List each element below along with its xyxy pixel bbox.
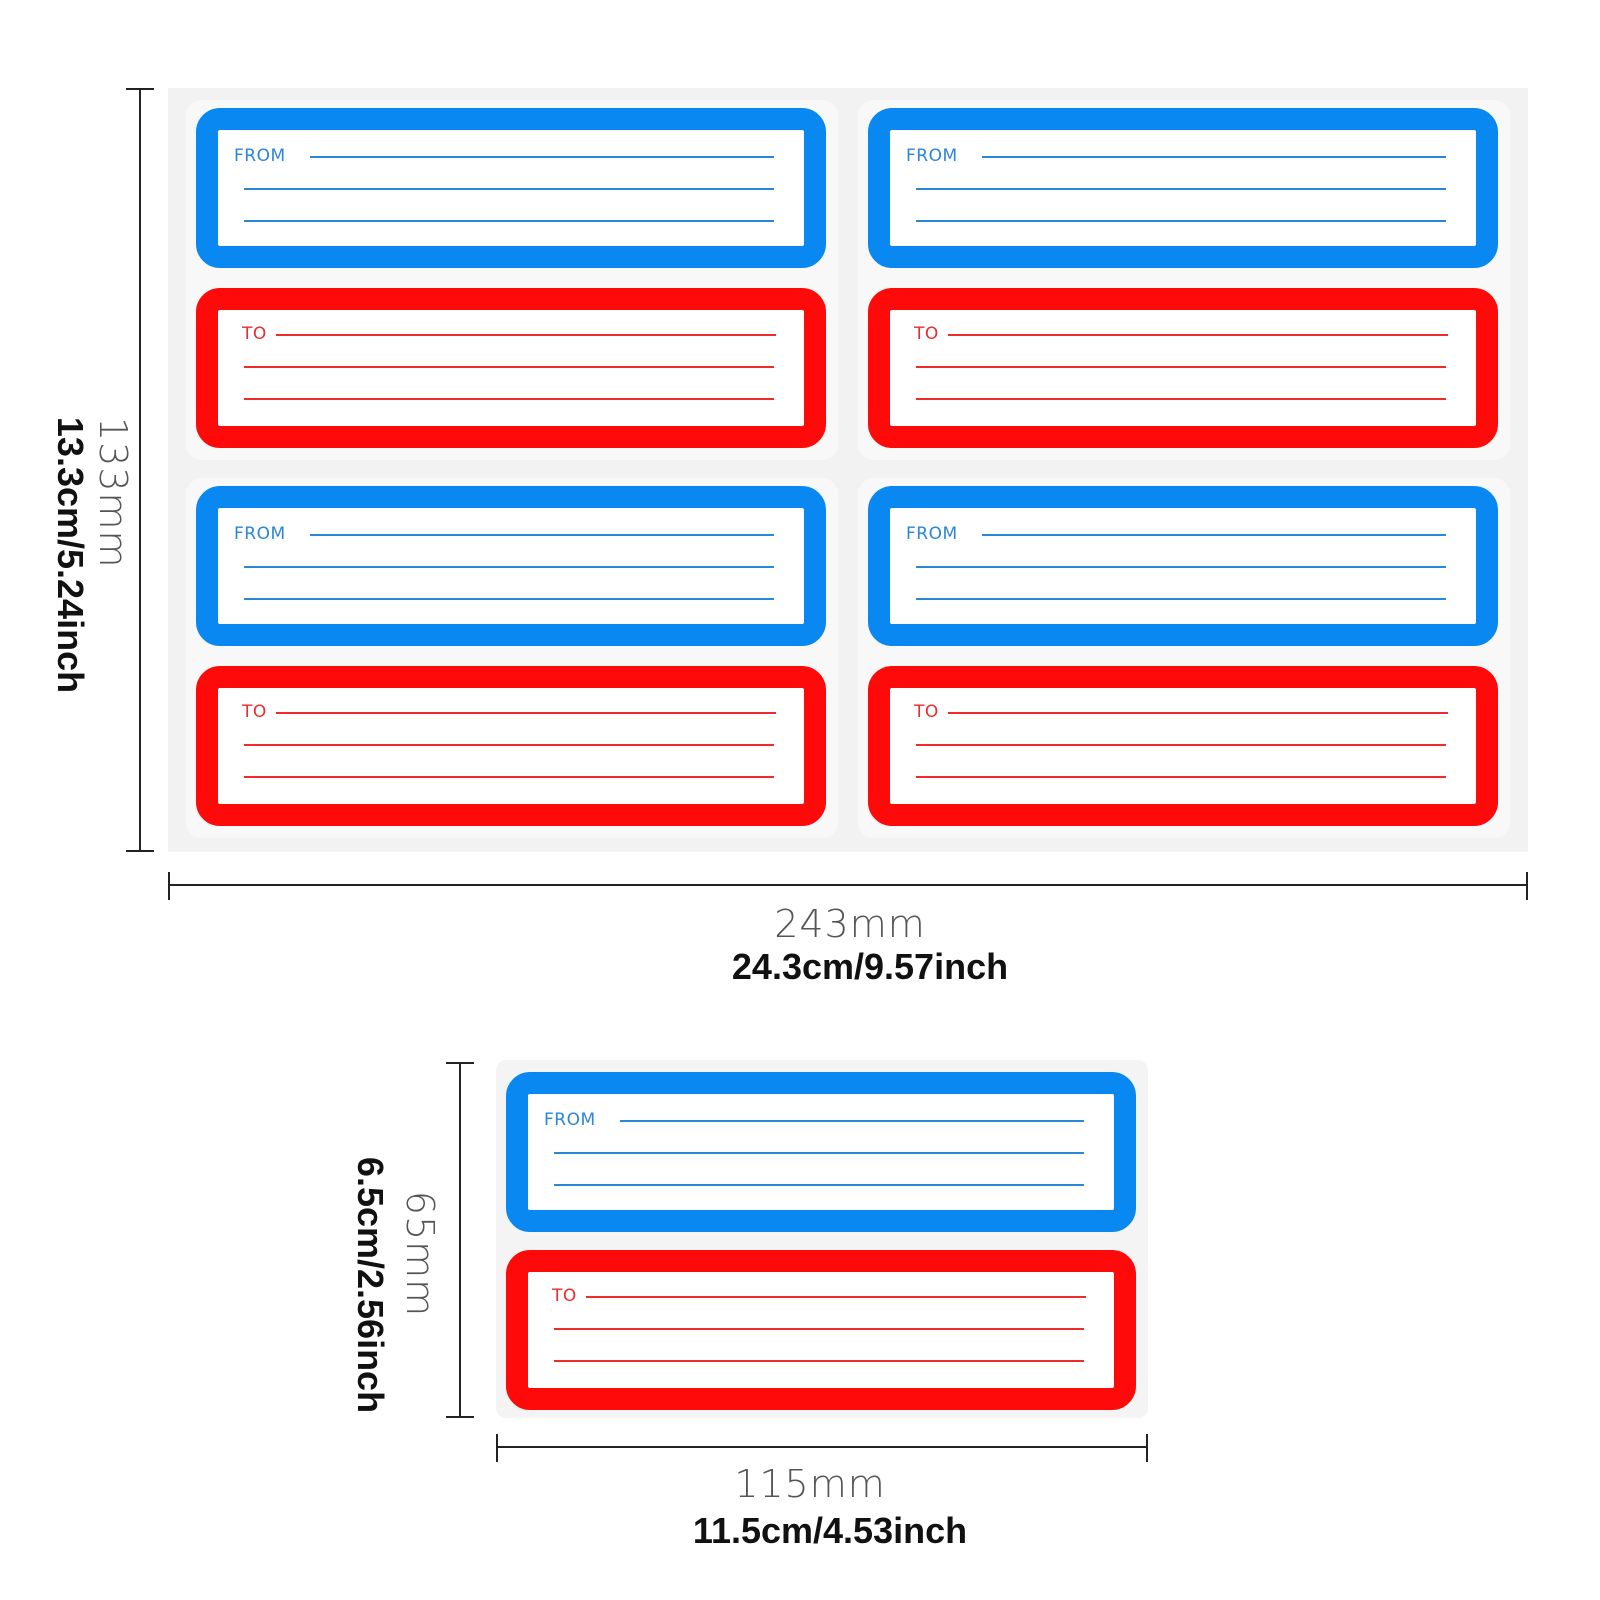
write-line bbox=[916, 776, 1446, 778]
to-tag: TO bbox=[242, 324, 267, 344]
height-dimension-line bbox=[139, 88, 141, 852]
single-height-mm: 65mm bbox=[398, 1190, 442, 1318]
width-dimension-line bbox=[168, 884, 1528, 886]
write-line bbox=[554, 1184, 1084, 1186]
write-line bbox=[982, 156, 1446, 158]
to-tag: TO bbox=[242, 702, 267, 722]
from-tag: FROM bbox=[906, 146, 958, 166]
write-line bbox=[916, 188, 1446, 190]
to-tag: TO bbox=[914, 324, 939, 344]
write-line bbox=[276, 334, 776, 336]
write-line bbox=[244, 744, 774, 746]
write-line bbox=[244, 366, 774, 368]
write-line bbox=[586, 1296, 1086, 1298]
from-tag: FROM bbox=[544, 1110, 596, 1130]
height-dimension-line bbox=[459, 1062, 461, 1418]
write-line bbox=[916, 398, 1446, 400]
write-line bbox=[244, 566, 774, 568]
write-line bbox=[310, 534, 774, 536]
from-tag: FROM bbox=[906, 524, 958, 544]
sheet-height-mm: 133mm bbox=[91, 417, 135, 569]
write-line bbox=[948, 334, 1448, 336]
sheet-width-imperial: 24.3cm/9.57inch bbox=[731, 946, 1009, 987]
to-label: TO bbox=[868, 666, 1498, 826]
write-line bbox=[244, 188, 774, 190]
write-line bbox=[554, 1152, 1084, 1154]
sheet-height-imperial: 13.3cm/5.24inch bbox=[50, 416, 91, 694]
write-line bbox=[948, 712, 1448, 714]
write-line bbox=[916, 744, 1446, 746]
write-line bbox=[276, 712, 776, 714]
dimension-tick bbox=[1526, 872, 1528, 900]
dimension-tick bbox=[1146, 1434, 1148, 1462]
to-label: TO bbox=[196, 288, 826, 448]
width-dimension-line bbox=[496, 1446, 1148, 1448]
dimension-tick bbox=[126, 850, 154, 852]
to-tag: TO bbox=[552, 1286, 577, 1306]
dimension-tick bbox=[168, 872, 170, 900]
write-line bbox=[554, 1360, 1084, 1362]
write-line bbox=[982, 534, 1446, 536]
from-label: FROM bbox=[506, 1072, 1136, 1232]
from-label: FROM bbox=[868, 486, 1498, 646]
write-line bbox=[244, 598, 774, 600]
dimension-tick bbox=[496, 1434, 498, 1462]
single-height-imperial: 6.5cm/2.56inch bbox=[350, 1156, 391, 1414]
from-label: FROM bbox=[868, 108, 1498, 268]
sheet-width-mm: 243mm bbox=[774, 902, 926, 946]
dimension-tick bbox=[126, 88, 154, 90]
from-label: FROM bbox=[196, 108, 826, 268]
write-line bbox=[244, 220, 774, 222]
write-line bbox=[916, 220, 1446, 222]
from-tag: FROM bbox=[234, 146, 286, 166]
write-line bbox=[916, 366, 1446, 368]
single-width-imperial: 11.5cm/4.53inch bbox=[692, 1510, 968, 1551]
from-tag: FROM bbox=[234, 524, 286, 544]
to-label: TO bbox=[868, 288, 1498, 448]
dimension-tick bbox=[446, 1062, 474, 1064]
write-line bbox=[244, 398, 774, 400]
write-line bbox=[310, 156, 774, 158]
write-line bbox=[916, 566, 1446, 568]
single-width-mm: 115mm bbox=[734, 1462, 886, 1506]
write-line bbox=[620, 1120, 1084, 1122]
write-line bbox=[244, 776, 774, 778]
dimension-tick bbox=[446, 1416, 474, 1418]
to-label: TO bbox=[196, 666, 826, 826]
from-label: FROM bbox=[196, 486, 826, 646]
write-line bbox=[916, 598, 1446, 600]
to-tag: TO bbox=[914, 702, 939, 722]
write-line bbox=[554, 1328, 1084, 1330]
to-label: TO bbox=[506, 1250, 1136, 1410]
